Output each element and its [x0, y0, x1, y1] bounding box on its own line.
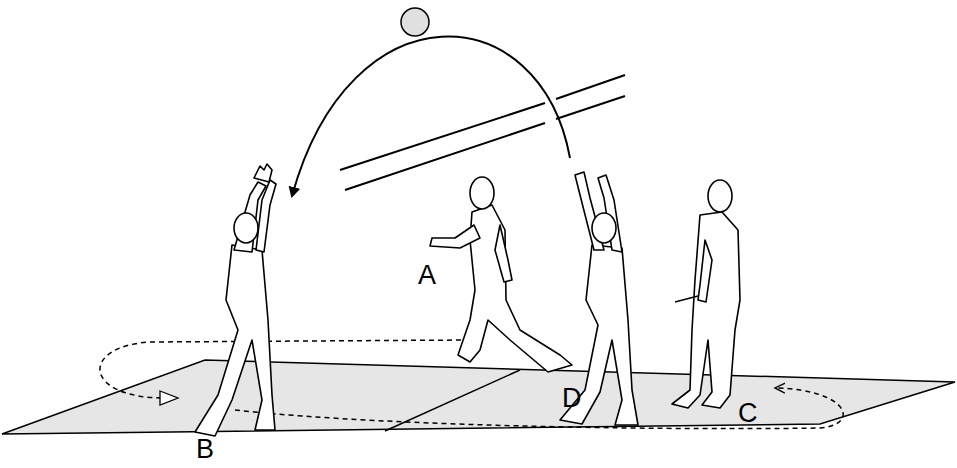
player-label: B: [196, 436, 214, 463]
player-label: C: [738, 400, 758, 427]
ball-trajectory: [292, 37, 570, 196]
run-path: [100, 340, 470, 398]
center-line: [385, 370, 520, 431]
player-figure: [672, 180, 740, 408]
ball: [401, 8, 429, 36]
player-label: D: [562, 385, 582, 412]
run-path: [235, 388, 843, 429]
cone-marker: [160, 391, 178, 405]
player-figure: [195, 164, 276, 436]
player-figure: [560, 172, 638, 425]
court-floor: [2, 360, 955, 434]
player-figure: [430, 177, 572, 372]
player-label: A: [418, 262, 436, 289]
